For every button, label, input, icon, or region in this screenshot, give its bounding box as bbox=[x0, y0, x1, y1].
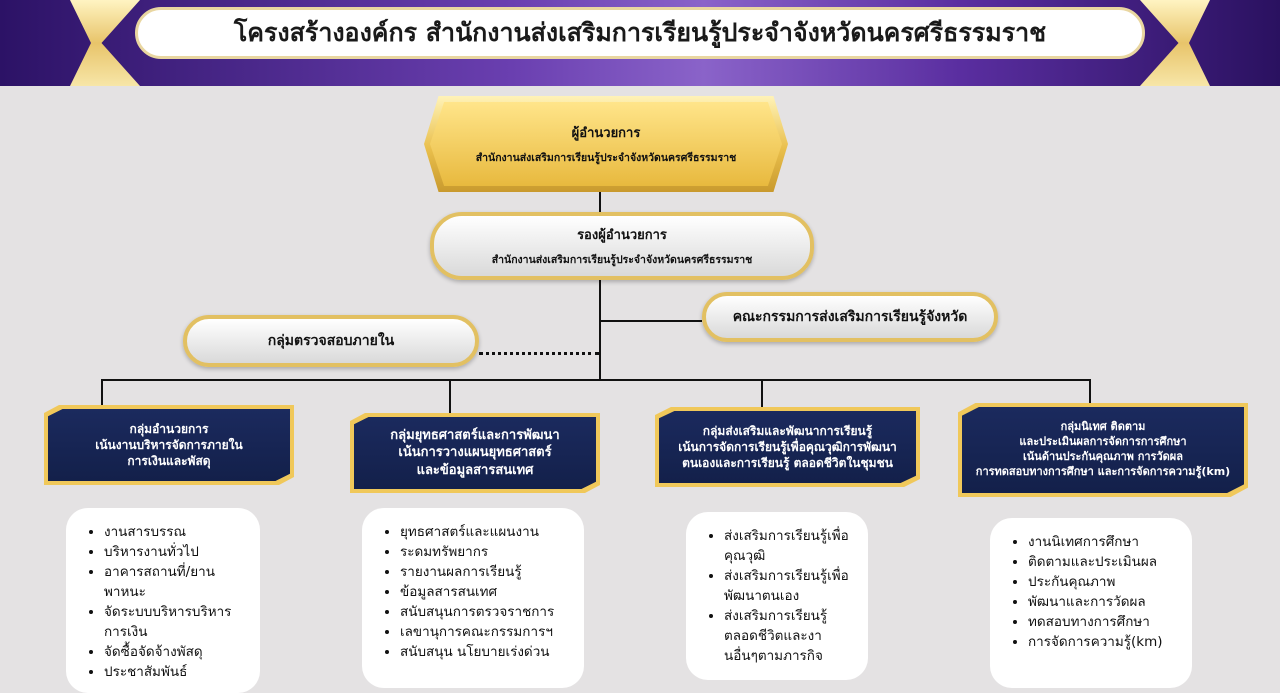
connector-committee bbox=[600, 320, 702, 322]
list-item: จัดซื้อจัดจ้างพัสดุ bbox=[104, 642, 246, 662]
duty-list-administration: งานสารบรรณ บริหารงานทั่วไป อาคารสถานที่/… bbox=[66, 508, 260, 693]
list-item: ทดสอบทางการศึกษา bbox=[1028, 612, 1178, 632]
list-item: ประกันคุณภาพ bbox=[1028, 572, 1178, 592]
connector-horizontal-bus bbox=[101, 379, 1091, 381]
director-box-inner bbox=[430, 102, 782, 186]
group-3-line-1: กลุ่มส่งเสริมและพัฒนาการเรียนรู้ bbox=[702, 423, 873, 438]
group-2-line-2: เน้นการวางแผนยุทธศาสตร์ bbox=[398, 445, 552, 461]
duty-list-learning-promotion: ส่งเสริมการเรียนรู้เพื่อคุณวุฒิ ส่งเสริม… bbox=[686, 512, 868, 680]
page-title: โครงสร้างองค์กร สำนักงานส่งเสริมการเรียน… bbox=[135, 7, 1145, 59]
list-item: งานสารบรรณ bbox=[104, 522, 246, 542]
list-item: การจัดการความรู้(km) bbox=[1028, 632, 1178, 652]
group-supervision-box: กลุ่มนิเทศ ติดตาม และประเมินผลการจัดการก… bbox=[958, 403, 1248, 497]
list-item: พัฒนาและการวัดผล bbox=[1028, 592, 1178, 612]
group-1-line-2: เน้นงานบริหารจัดการภายใน bbox=[95, 437, 243, 452]
list-item: งานนิเทศการศึกษา bbox=[1028, 532, 1178, 552]
group-strategy-box: กลุ่มยุทธศาสตร์และการพัฒนา เน้นการวางแผน… bbox=[350, 413, 600, 493]
list-item: ประชาสัมพันธ์ bbox=[104, 662, 246, 682]
group-1-line-1: กลุ่มอำนวยการ bbox=[129, 421, 209, 436]
group-administration-box: กลุ่มอำนวยการ เน้นงานบริหารจัดการภายใน ก… bbox=[44, 405, 294, 485]
list-item: ส่งเสริมการเรียนรู้ตลอดชีวิตและงานอื่นๆต… bbox=[724, 606, 854, 666]
group-4-line-4: การทดสอบทางการศึกษา และการจัดการความรู้(… bbox=[975, 464, 1231, 478]
connector-group-3 bbox=[761, 379, 763, 409]
list-item: จัดระบบบริหารบริหารการเงิน bbox=[104, 602, 246, 642]
list-item: อาคารสถานที่/ยานพาหนะ bbox=[104, 562, 246, 602]
connector-deputy-trunk bbox=[599, 280, 601, 380]
deputy-title: รองผู้อำนวยการ bbox=[577, 228, 667, 243]
list-item: ยุทธศาสตร์และแผนงาน bbox=[400, 522, 570, 542]
group-3-line-3: ตนเองและการเรียนรู้ ตลอดชีวิตในชุมชน bbox=[682, 456, 893, 471]
group-1-line-3: การเงินและพัสดุ bbox=[127, 454, 211, 469]
director-box: ผู้อำนวยการ สำนักงานส่งเสริมการเรียนรู้ป… bbox=[424, 96, 788, 192]
list-item: สนับสนุนการตรวจราชการ bbox=[400, 602, 570, 622]
list-item: ติดตามและประเมินผล bbox=[1028, 552, 1178, 572]
list-item: สนับสนุน นโยบายเร่งด่วน bbox=[400, 642, 570, 662]
list-item: รายงานผลการเรียนรู้ bbox=[400, 562, 570, 582]
director-title: ผู้อำนวยการ bbox=[571, 126, 641, 141]
list-item: เลขานุการคณะกรรมการฯ bbox=[400, 622, 570, 642]
list-item: ส่งเสริมการเรียนรู้เพื่อพัฒนาตนเอง bbox=[724, 566, 854, 606]
connector-group-2 bbox=[449, 379, 451, 415]
list-item: ส่งเสริมการเรียนรู้เพื่อคุณวุฒิ bbox=[724, 526, 854, 566]
duty-list-supervision: งานนิเทศการศึกษา ติดตามและประเมินผล ประก… bbox=[990, 518, 1192, 688]
connector-group-1 bbox=[101, 379, 103, 409]
group-4-line-1: กลุ่มนิเทศ ติดตาม bbox=[1060, 420, 1146, 434]
director-subtitle: สำนักงานส่งเสริมการเรียนรู้ประจำจังหวัดน… bbox=[475, 152, 737, 164]
duty-list-strategy: ยุทธศาสตร์และแผนงาน ระดมทรัพยากร รายงานผ… bbox=[362, 508, 584, 688]
group-4-line-3: เน้นด้านประกันคุณภาพ การวัดผล bbox=[1023, 450, 1183, 463]
list-item: ระดมทรัพยากร bbox=[400, 542, 570, 562]
group-2-line-3: และข้อมูลสารสนเทศ bbox=[416, 462, 534, 478]
group-3-line-2: เน้นการจัดการเรียนรู้เพื่อคุณวุฒิการพัฒน… bbox=[678, 439, 897, 454]
deputy-subtitle: สำนักงานส่งเสริมการเรียนรู้ประจำจังหวัดน… bbox=[491, 254, 753, 266]
connector-audit-dotted bbox=[479, 352, 599, 355]
group-learning-promotion-box: กลุ่มส่งเสริมและพัฒนาการเรียนรู้ เน้นการ… bbox=[655, 407, 920, 487]
list-item: บริหารงานทั่วไป bbox=[104, 542, 246, 562]
connector-group-4 bbox=[1089, 379, 1091, 405]
group-4-line-2: และประเมินผลการจัดการการศึกษา bbox=[1019, 435, 1187, 449]
internal-audit-box: กลุ่มตรวจสอบภายใน bbox=[183, 315, 479, 367]
group-2-line-1: กลุ่มยุทธศาสตร์และการพัฒนา bbox=[390, 427, 560, 443]
deputy-director-box: รองผู้อำนวยการ สำนักงานส่งเสริมการเรียนร… bbox=[430, 212, 814, 280]
connector-director-deputy bbox=[599, 192, 601, 212]
list-item: ข้อมูลสารสนเทศ bbox=[400, 582, 570, 602]
committee-box: คณะกรรมการส่งเสริมการเรียนรู้จังหวัด bbox=[702, 292, 998, 342]
